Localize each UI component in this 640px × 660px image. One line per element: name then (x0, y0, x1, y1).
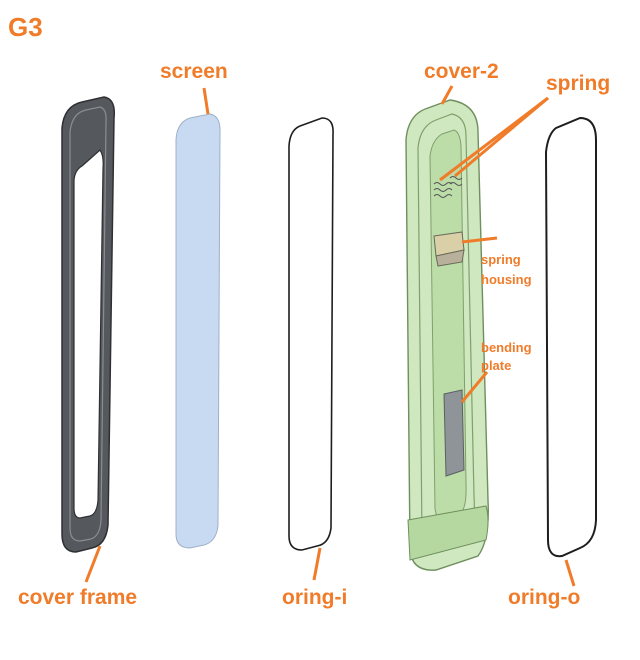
leader-spring-housing (461, 236, 498, 244)
leader-oring-i (312, 547, 322, 581)
figure-title: G3 (8, 12, 43, 42)
bending-plate-detail (443, 389, 465, 477)
oring-o-part (544, 116, 597, 558)
leader-cover-frame (84, 545, 102, 583)
cover-frame-part (61, 96, 116, 553)
leader-oring-o (564, 559, 576, 587)
screen-part (175, 113, 221, 549)
label-oring-o: oring-o (508, 586, 580, 609)
leader-spring-b (454, 96, 549, 178)
leader-lines (84, 85, 576, 587)
label-oring-i: oring-i (282, 586, 347, 609)
label-spring-housing-line1: spring (481, 252, 521, 267)
label-bending-plate-line1: bending (481, 340, 532, 355)
spring-detail (433, 176, 463, 198)
leader-screen (202, 87, 210, 115)
label-spring: spring (546, 72, 610, 95)
leader-cover-2 (440, 85, 454, 105)
label-cover-2: cover-2 (424, 60, 499, 83)
label-spring-housing-line2: housing (481, 272, 532, 287)
leader-bending-plate (460, 371, 489, 403)
label-screen: screen (160, 60, 228, 83)
cover-2-part (405, 99, 489, 571)
oring-i-part (288, 117, 334, 551)
label-bending-plate-line2: plate (481, 358, 511, 373)
spring-housing-detail (433, 231, 465, 267)
label-cover-frame: cover frame (18, 586, 137, 609)
